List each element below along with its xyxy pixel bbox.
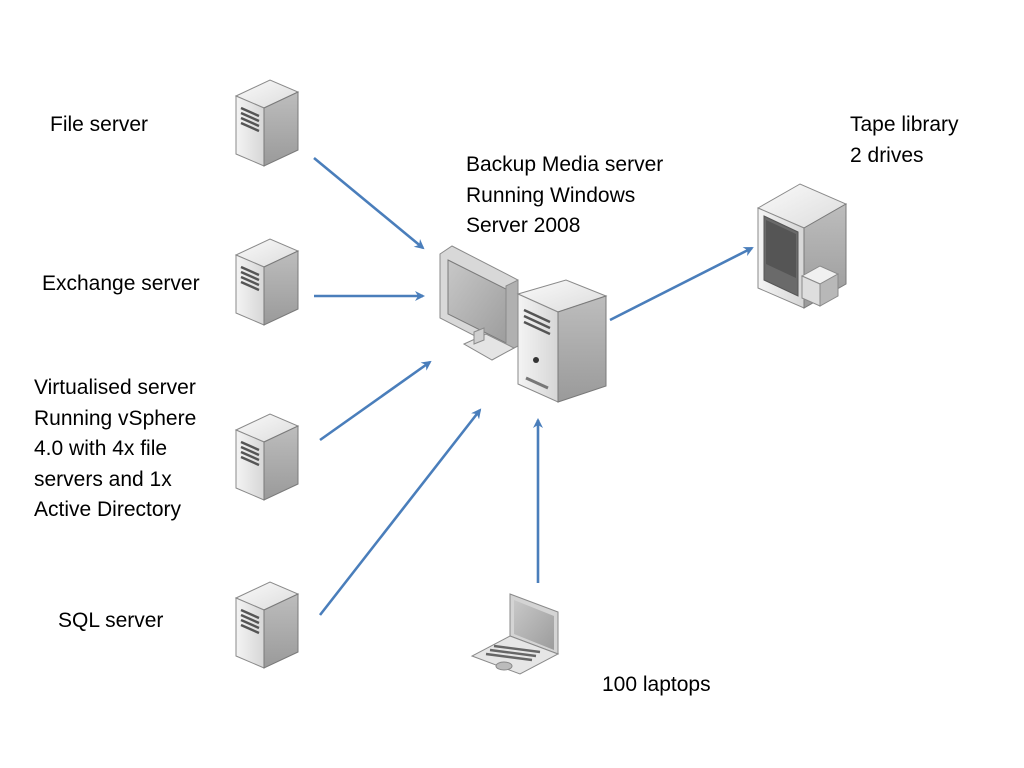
tower-icon — [516, 279, 608, 403]
label-line: 100 laptops — [602, 673, 711, 696]
tape-library-icon — [756, 183, 848, 309]
arrow-sql-to-backup — [318, 408, 482, 616]
label-line: Backup Media server — [466, 153, 664, 176]
arrow-file-to-backup — [313, 156, 425, 250]
label-line: Exchange server — [42, 272, 200, 295]
sql-server-label: SQL server — [58, 606, 163, 637]
arrow-backup-to-tape — [609, 246, 754, 322]
label-line: Active Directory — [34, 498, 182, 521]
label-line: 4.0 with 4x file — [34, 437, 168, 460]
label-line: Server 2008 — [466, 214, 581, 237]
label-line: Running Windows — [466, 183, 636, 207]
label-line: SQL server — [58, 609, 164, 632]
laptops-label: 100 laptops — [602, 670, 711, 701]
virtualised-server-label: Virtualised server Running vSphere 4.0 w… — [34, 373, 196, 526]
label-line: Virtualised server — [34, 376, 196, 399]
arrow-virtualised-to-backup — [319, 360, 432, 442]
label-line: Tape library — [850, 113, 959, 136]
monitor-icon — [439, 245, 519, 361]
backup-media-server-label: Backup Media server Running Windows Serv… — [466, 150, 663, 242]
label-line: File server — [50, 113, 149, 136]
tape-library-label: Tape library 2 drives — [850, 110, 959, 171]
laptop-icon — [470, 593, 560, 675]
file-server-label: File server — [50, 110, 148, 141]
backup-media-server-icon — [439, 245, 608, 403]
label-line: 2 drives — [850, 143, 924, 167]
label-line: Running vSphere — [34, 406, 197, 430]
label-line: servers and 1x — [34, 467, 172, 491]
exchange-server-label: Exchange server — [42, 269, 200, 300]
